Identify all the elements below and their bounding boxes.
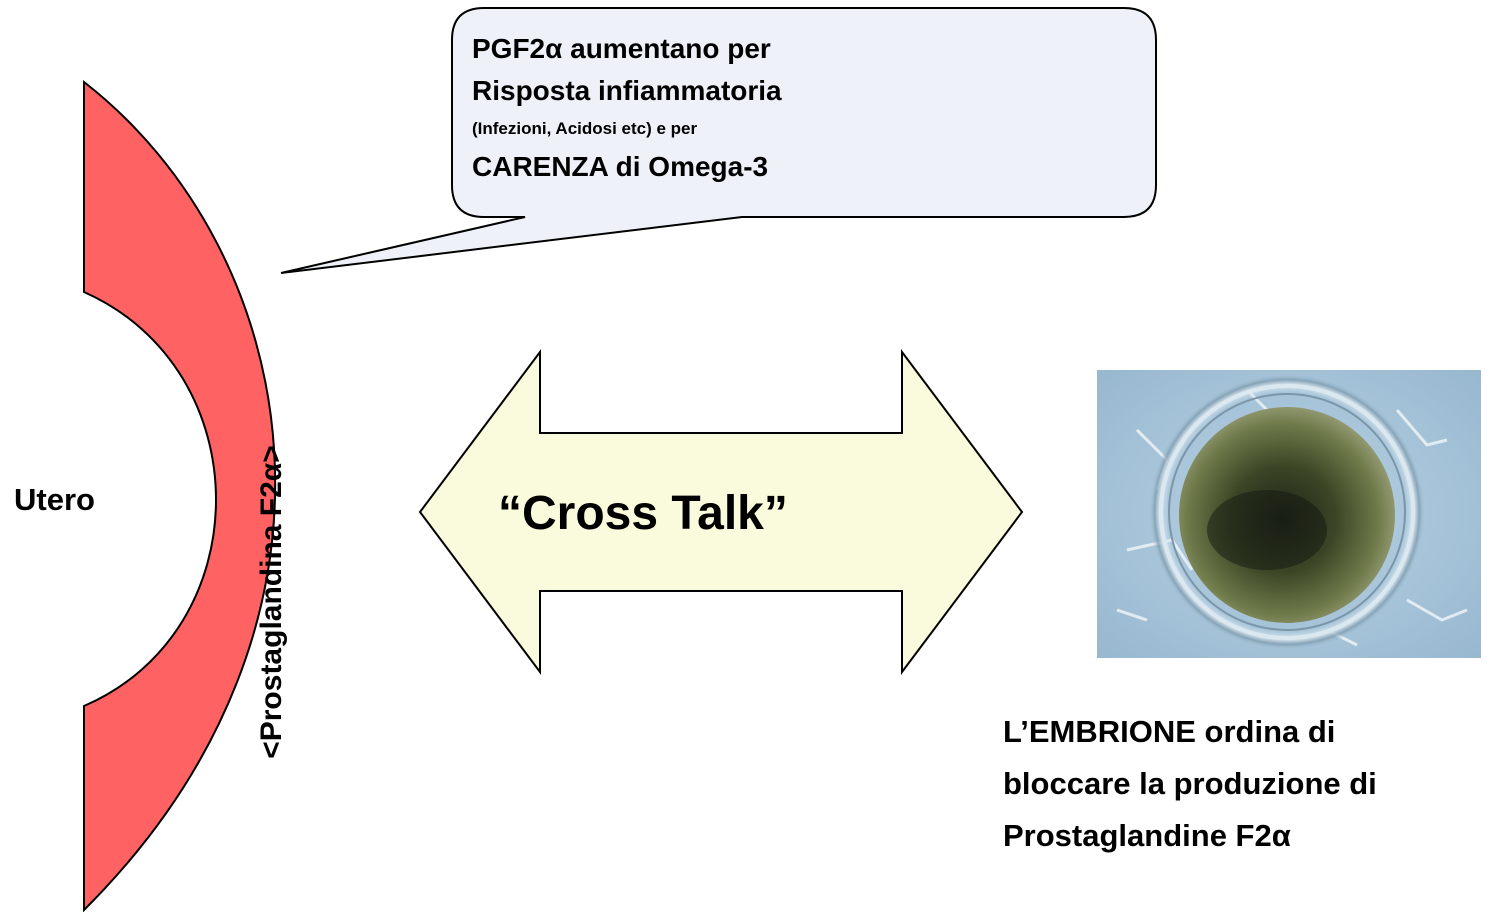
- callout-line-3: (Infezioni, Acidosi etc) e per: [472, 119, 698, 138]
- callout-line-4: CARENZA di Omega-3: [472, 151, 769, 182]
- cross-talk-label: “Cross Talk”: [498, 487, 788, 540]
- callout-line-2: Risposta infiammatoria: [472, 75, 782, 106]
- uterus-wall-shape: [83, 79, 277, 912]
- embryo-caption: L’EMBRIONE ordina di bloccare la produzi…: [1003, 706, 1377, 862]
- embryo-caption-line-2: bloccare la produzione di: [1003, 766, 1377, 801]
- embryo-photo: [1097, 370, 1481, 658]
- embryo-caption-line-3: Prostaglandine F2α: [1003, 818, 1291, 853]
- uterus-wall-label: <Prostaglandina F2α>: [255, 445, 288, 759]
- callout-bubble-shape: [280, 7, 1157, 274]
- cross-talk-arrow-shape: [418, 349, 1024, 675]
- uterus-label: Utero: [14, 482, 95, 517]
- embryo-caption-line-1: L’EMBRIONE ordina di: [1003, 714, 1336, 749]
- callout-line-1: PGF2α aumentano per: [472, 33, 771, 64]
- callout-text: PGF2α aumentano per Risposta infiammator…: [472, 28, 782, 188]
